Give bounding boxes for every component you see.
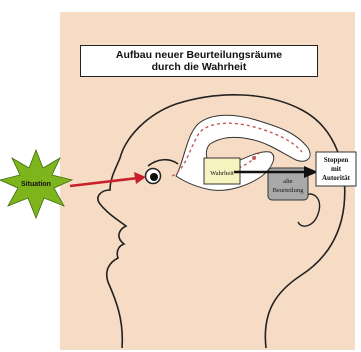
alte-label-2: Beurteilung: [273, 187, 304, 194]
alte-label-1: alte: [283, 178, 292, 185]
situation-arrowhead-icon: [134, 172, 146, 184]
stoppen-label-1: Stoppen: [324, 156, 349, 164]
eye-pupil: [150, 173, 158, 181]
stoppen-label-3: Autorität: [322, 174, 351, 182]
stoppen-label-2: mit: [331, 165, 342, 173]
path-dot: [252, 156, 256, 160]
wahrheit-label: Wahrheit: [210, 170, 234, 177]
situation-label: Situation: [21, 181, 51, 188]
eyebrow: [148, 160, 178, 166]
situation-arrow: [70, 178, 138, 186]
